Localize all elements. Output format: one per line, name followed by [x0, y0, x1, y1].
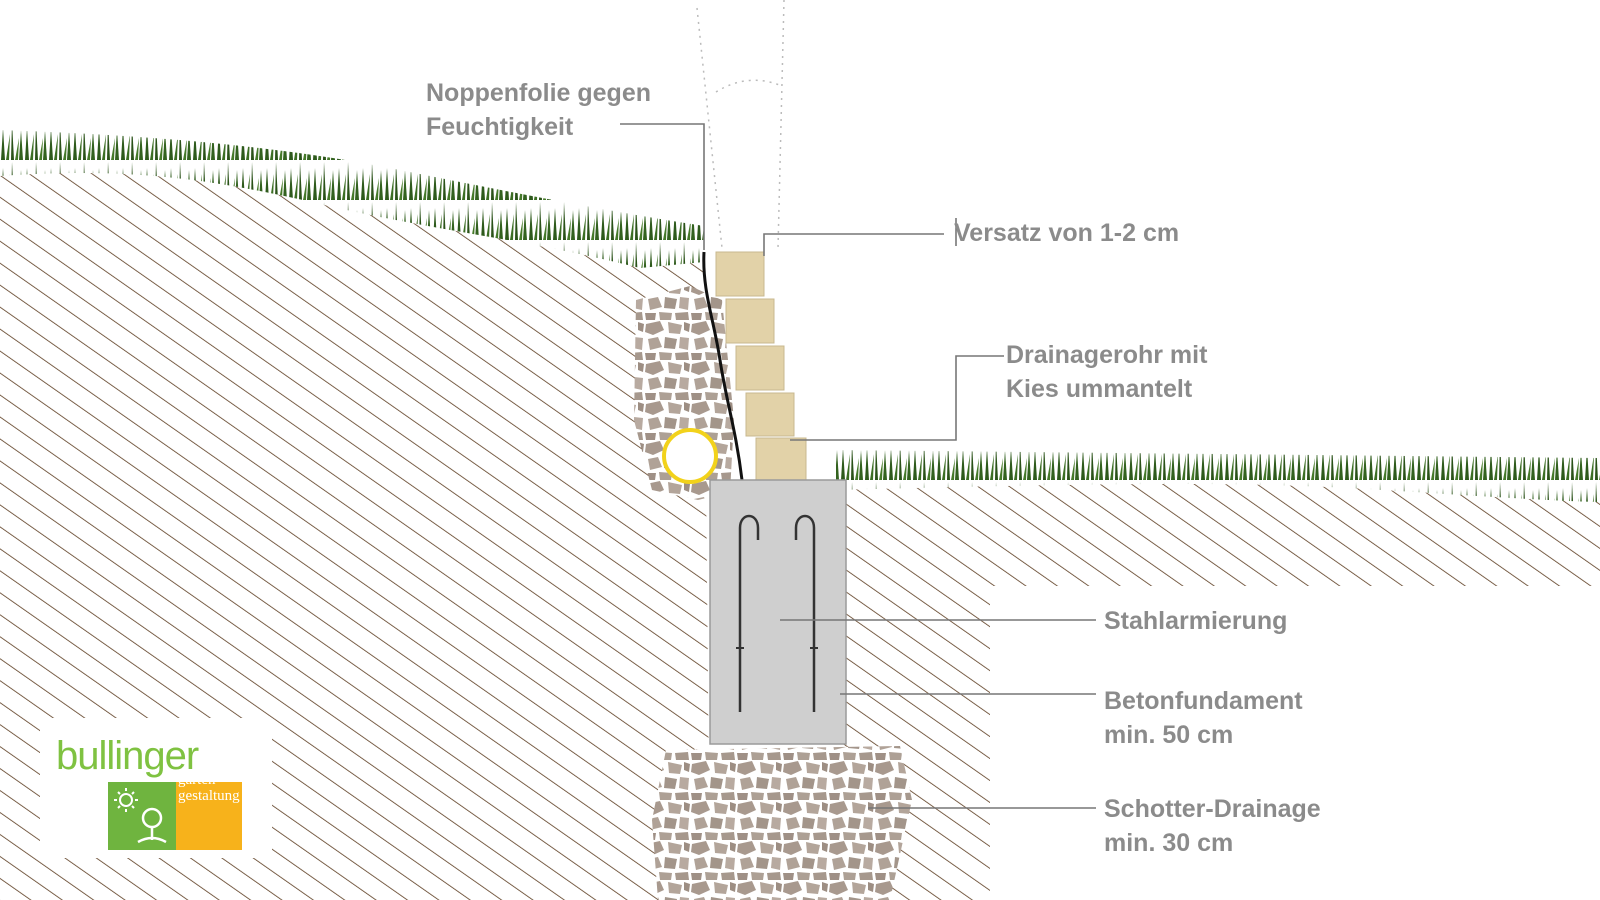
logo-subtitle: garten gestaltung [178, 772, 240, 804]
label-betonfundament: Betonfundament min. 50 cm [1104, 684, 1303, 752]
rebar-right [794, 514, 816, 712]
label-betonfundament-line1: Betonfundament [1104, 687, 1303, 715]
logo-wordmark: bullinger [56, 734, 199, 778]
label-noppenfolie-line2: Feuchtigkeit [426, 113, 574, 141]
leader-lines [620, 123, 1096, 809]
offset-guide [696, 0, 785, 249]
label-stahlarmierung: Stahlarmierung [1104, 604, 1287, 638]
logo-subtitle-line1: garten [178, 772, 216, 788]
drain-pipe [662, 428, 718, 484]
bullinger-logo: bullinger garten gestaltung [40, 718, 272, 858]
rebar-left [738, 514, 760, 712]
concrete-foundation [709, 479, 847, 745]
label-noppenfolie: Noppenfolie gegen Feuchtigkeit [426, 76, 651, 144]
label-noppenfolie-line1: Noppenfolie gegen [426, 79, 651, 107]
soil-right [836, 484, 1600, 900]
wall-blocks [715, 251, 807, 481]
label-schotter-line1: Schotter-Drainage [1104, 795, 1321, 823]
membrane-line [702, 251, 744, 481]
offset-arc [715, 79, 783, 93]
label-schotter-line2: min. 30 cm [1104, 829, 1234, 857]
logo-yellow-square [176, 782, 242, 850]
sun-tree-icon [114, 788, 167, 844]
label-drainagerohr-line1: Drainagerohr mit [1006, 341, 1208, 369]
label-drainagerohr: Drainagerohr mit Kies ummantelt [1006, 338, 1207, 406]
grass-left [0, 130, 704, 268]
logo-subtitle-line2: gestaltung [178, 788, 240, 804]
gravel-drainage [652, 746, 912, 900]
label-schotter: Schotter-Drainage min. 30 cm [1104, 792, 1321, 860]
label-versatz-line: Versatz von 1-2 cm [954, 219, 1180, 247]
label-stahlarmierung-line: Stahlarmierung [1104, 607, 1288, 635]
label-drainagerohr-line2: Kies ummantelt [1006, 375, 1193, 403]
label-versatz: Versatz von 1-2 cm [954, 216, 1179, 250]
grass-right [836, 450, 1600, 502]
label-betonfundament-line2: min. 50 cm [1104, 721, 1234, 749]
